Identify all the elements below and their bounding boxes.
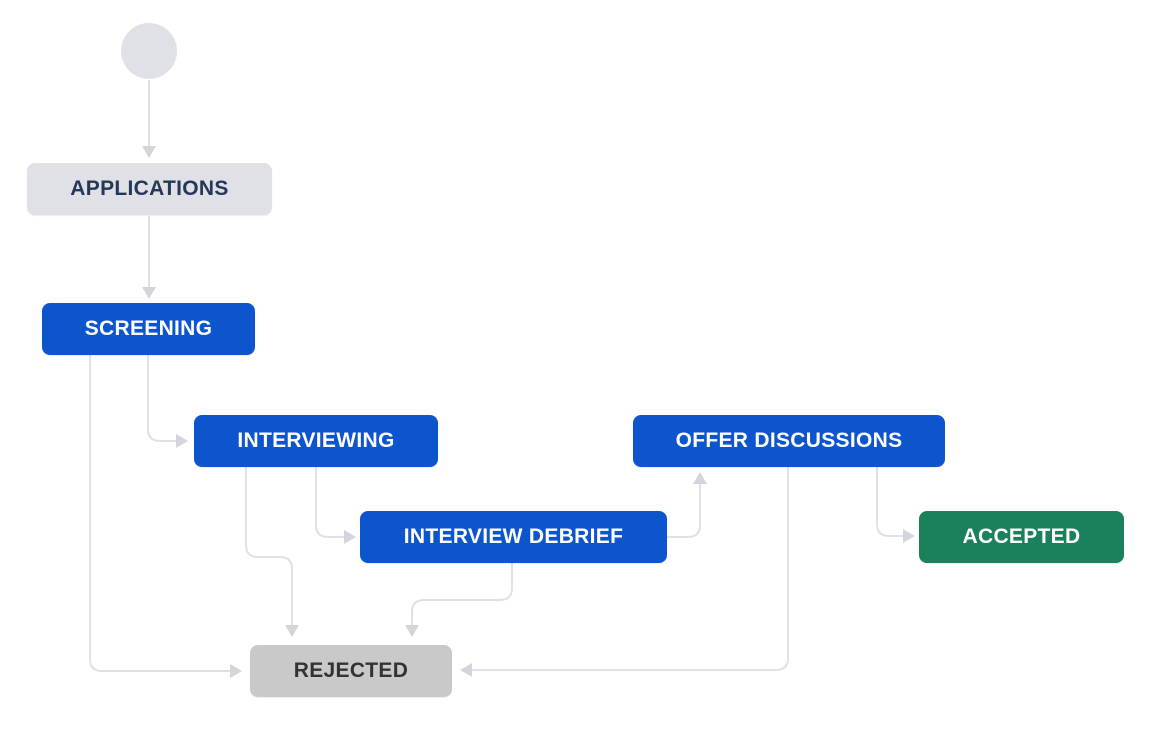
arrowhead-right-icon — [344, 530, 356, 544]
node-label: INTERVIEWING — [237, 429, 395, 452]
arrowhead-left-icon — [460, 663, 472, 677]
arrowhead-up-icon — [693, 472, 707, 484]
transition-screening-to-rejected[interactable] — [89, 355, 242, 678]
transition-offer-discussions-to-rejected[interactable] — [460, 467, 789, 677]
arrowhead-down-icon — [405, 625, 419, 637]
node-label: SCREENING — [84, 317, 213, 340]
workflow-node-applications[interactable]: APPLICATIONS — [27, 163, 272, 215]
node-label: OFFER DISCUSSIONS — [675, 429, 903, 452]
arrowhead-down-icon — [142, 287, 156, 299]
workflow-node-screening[interactable]: SCREENING — [42, 303, 255, 355]
node-label: APPLICATIONS — [70, 177, 229, 200]
transition-screening-to-interviewing[interactable] — [147, 355, 188, 448]
arrowhead-right-icon — [903, 529, 915, 543]
transition-offer-discussions-to-accepted[interactable] — [876, 467, 915, 543]
node-label: ACCEPTED — [962, 525, 1081, 548]
transition-start-to-applications[interactable] — [142, 80, 156, 158]
transition-interviewing-to-rejected[interactable] — [245, 467, 299, 637]
workflow-start-circle[interactable] — [121, 23, 177, 79]
transition-interviewing-to-interview-debrief[interactable] — [315, 467, 356, 544]
transition-interview-debrief-to-rejected[interactable] — [405, 563, 513, 637]
transition-interview-debrief-to-offer-discussions[interactable] — [667, 472, 707, 538]
workflow-node-offer-discussions[interactable]: OFFER DISCUSSIONS — [633, 415, 945, 467]
workflow-node-accepted[interactable]: ACCEPTED — [919, 511, 1124, 563]
arrowhead-down-icon — [285, 625, 299, 637]
arrowhead-right-icon — [230, 664, 242, 678]
node-label: REJECTED — [293, 659, 409, 682]
workflow-node-rejected[interactable]: REJECTED — [250, 645, 452, 697]
workflow-node-interviewing[interactable]: INTERVIEWING — [194, 415, 438, 467]
arrowhead-right-icon — [176, 434, 188, 448]
arrowhead-down-icon — [142, 146, 156, 158]
workflow-node-interview-debrief[interactable]: INTERVIEW DEBRIEF — [360, 511, 667, 563]
node-label: INTERVIEW DEBRIEF — [403, 525, 624, 548]
transition-applications-to-screening[interactable] — [142, 216, 156, 299]
